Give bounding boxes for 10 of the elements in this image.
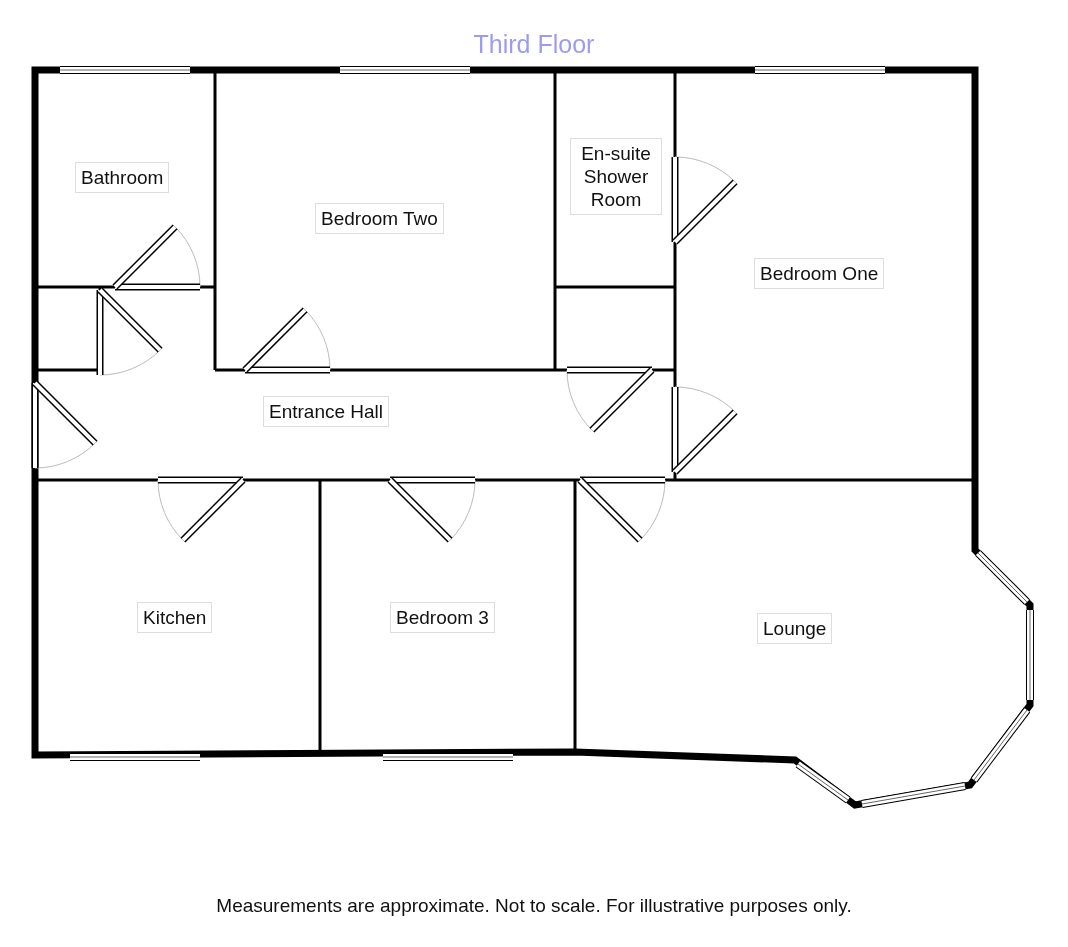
room-label: En-suite Shower Room	[570, 138, 662, 215]
room-label: Bedroom One	[754, 258, 885, 289]
room-label: Entrance Hall	[263, 396, 390, 427]
room-label: Bedroom Two	[315, 203, 444, 234]
room-label: Lounge	[757, 613, 833, 644]
room-label: Kitchen	[137, 602, 213, 633]
room-label: Bathroom	[75, 162, 170, 193]
disclaimer-note: Measurements are approximate. Not to scale. For illustrative purposes only.	[215, 895, 853, 917]
floor-title: Third Floor	[472, 30, 596, 59]
room-label: Bedroom 3	[390, 602, 495, 633]
